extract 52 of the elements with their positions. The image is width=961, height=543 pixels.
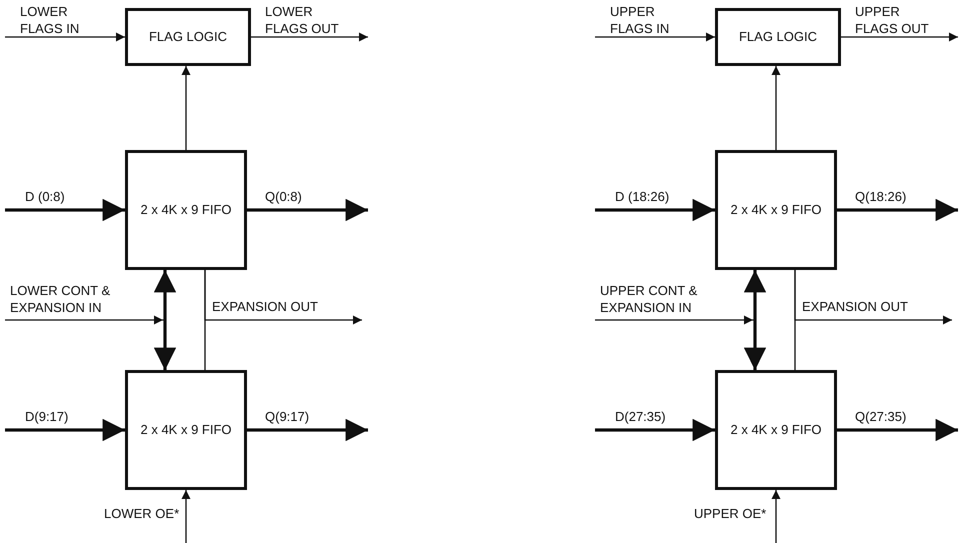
signal-label: Q(9:17) <box>265 408 310 425</box>
block-box <box>125 8 251 66</box>
arrow <box>837 198 958 222</box>
arrow <box>204 270 362 325</box>
arrow <box>251 32 368 42</box>
double-arrow <box>154 270 176 370</box>
signal-label: LOWER CONT & EXPANSION IN <box>10 282 112 316</box>
arrow <box>181 66 191 150</box>
signal-label: Q(0:8) <box>265 188 303 205</box>
block-label: 2 x 4K x 9 FIFO <box>730 203 822 217</box>
block-box <box>125 370 247 490</box>
arrow <box>5 198 125 222</box>
double-arrow <box>744 270 766 370</box>
arrow <box>771 490 781 543</box>
block-label: 2 x 4K x 9 FIFO <box>140 203 232 217</box>
arrow <box>5 316 170 370</box>
block-label: FLAG LOGIC <box>148 30 228 44</box>
block-box <box>715 8 841 66</box>
signal-label: LOWER OE* <box>104 505 180 522</box>
arrow <box>595 198 715 222</box>
block-box <box>715 150 837 270</box>
signal-label: Q(27:35) <box>855 408 908 425</box>
arrow <box>5 32 125 42</box>
signal-label: EXPANSION OUT <box>802 298 909 315</box>
arrow <box>595 418 715 442</box>
block-label: FLAG LOGIC <box>738 30 818 44</box>
arrow <box>771 66 781 150</box>
arrow <box>5 418 125 442</box>
signal-label: D(27:35) <box>615 408 667 425</box>
block-box <box>715 370 837 490</box>
signal-label: UPPER FLAGS OUT <box>855 3 930 37</box>
signal-label: UPPER OE* <box>694 505 768 522</box>
arrow <box>595 32 715 42</box>
signal-label: EXPANSION OUT <box>212 298 319 315</box>
arrow <box>794 270 952 325</box>
arrow <box>247 198 368 222</box>
arrow <box>181 490 191 543</box>
block-label: 2 x 4K x 9 FIFO <box>730 423 822 437</box>
signal-label: D(9:17) <box>25 408 70 425</box>
signal-label: D (18:26) <box>615 188 670 205</box>
arrow <box>595 316 760 370</box>
block-box <box>125 150 247 270</box>
arrow <box>841 32 958 42</box>
arrow <box>247 418 368 442</box>
arrow <box>837 418 958 442</box>
signal-label: LOWER FLAGS IN <box>20 3 80 37</box>
signal-label: UPPER FLAGS IN <box>610 3 670 37</box>
signal-label: D (0:8) <box>25 188 66 205</box>
signal-label: Q(18:26) <box>855 188 908 205</box>
block-label: 2 x 4K x 9 FIFO <box>140 423 232 437</box>
signal-label: UPPER CONT & EXPANSION IN <box>600 282 698 316</box>
signal-label: LOWER FLAGS OUT <box>265 3 340 37</box>
